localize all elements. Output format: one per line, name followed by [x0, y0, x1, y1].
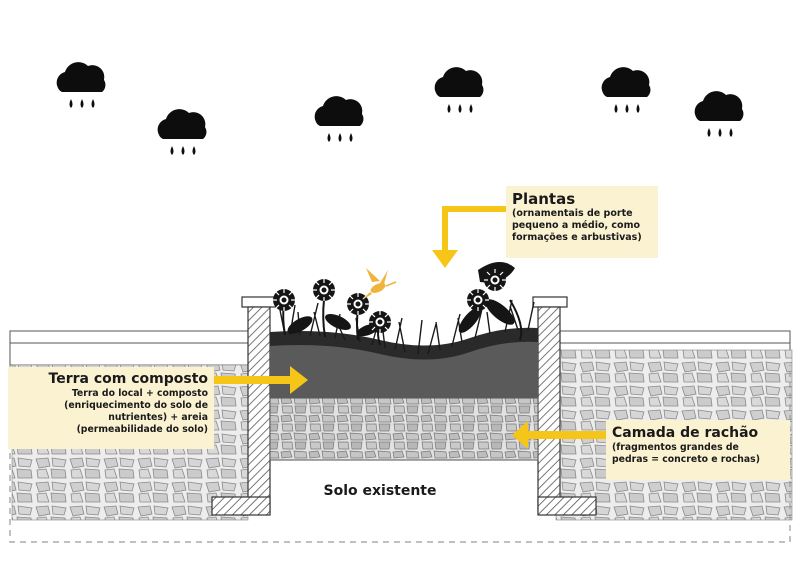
arrow-icon — [432, 206, 506, 268]
rain-cloud-icon — [157, 109, 207, 155]
soil-title: Terra com composto — [48, 371, 208, 387]
gravel-label: Camada de rachão (fragmentos grandes de … — [606, 420, 790, 480]
gravel-layer — [269, 397, 539, 461]
plants-title: Plantas — [512, 190, 576, 208]
compost-soil-layer — [270, 339, 538, 398]
flower-icon — [312, 278, 336, 302]
plants-description: (ornamentais de porte pequeno a médio, c… — [512, 208, 642, 243]
gravel-title: Camada de rachão — [612, 425, 759, 441]
gravel-description: (fragmentos grandes de pedras = concreto… — [612, 442, 760, 465]
hummingbird-icon — [362, 268, 397, 300]
soil-label: Terra com composto Terra do local + comp… — [8, 367, 214, 449]
rain-cloud-icon — [694, 91, 744, 137]
left-wall — [211, 296, 277, 516]
arrow-icon — [214, 366, 308, 394]
flower-icon — [466, 288, 490, 312]
rain-cloud-icon — [434, 67, 484, 113]
flower-icon — [483, 268, 507, 292]
flower-icon — [368, 310, 392, 334]
soil-description: Terra do local + composto (enriqueciment… — [64, 388, 208, 435]
existing-soil-boundary — [9, 365, 791, 543]
rain-cloud-icon — [56, 62, 106, 108]
flower-icon — [272, 288, 296, 312]
plants-label: Plantas (ornamentais de porte pequeno a … — [506, 186, 658, 258]
arrow-icon — [512, 421, 606, 449]
rain-cloud-icon — [601, 67, 651, 113]
plants-illustration — [272, 261, 523, 346]
rain-clouds — [56, 62, 744, 155]
rain-cloud-icon — [314, 96, 364, 142]
existing-soil-label: Solo existente — [323, 483, 437, 499]
mulch-top — [270, 327, 538, 360]
right-wall — [532, 296, 597, 516]
